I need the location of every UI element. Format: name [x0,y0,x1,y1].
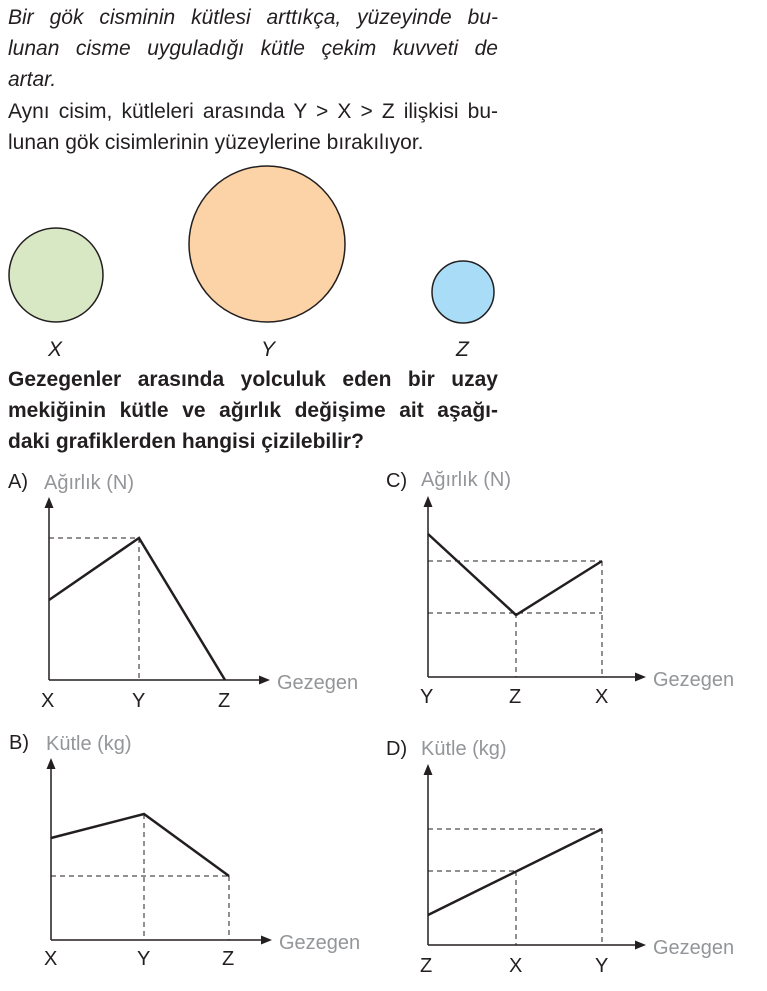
graph-d [423,764,646,950]
intro-line: lunan cisme uyguladığı kütle çekim kuvve… [8,37,498,60]
setup-paragraph: Aynı cisim, kütleleri arasında Y > X > Z… [8,96,498,158]
graph-a-x-arrowhead [259,675,270,685]
planet-y-label: Y [261,338,276,361]
graph-d-x-title: Gezegen [653,937,735,959]
planet-z-label: Z [456,338,469,361]
graph-a-y-arrowhead [44,497,54,508]
graph-b-tick: Z [222,948,235,970]
graph-a-curve [48,536,227,681]
graph-c-y-title: Ağırlık (N) [421,469,511,491]
graph-a-x-title: Gezegen [277,672,359,694]
graph-a-tick: Y [132,690,146,712]
planet-x-label: X [48,338,63,361]
intro-line: Bir gök cisminin kütlesi arttıkça, yüzey… [8,6,498,29]
option-b-letter[interactable]: B) [9,732,29,754]
graph-c-tick: X [595,686,609,708]
graph-d-tick: X [509,955,523,977]
graph-a [44,497,270,685]
option-a-letter[interactable]: A) [8,471,28,493]
planet-z-circle [431,260,495,324]
graph-c-x-title: Gezegen [653,669,735,691]
intro-paragraph: Bir gök cisminin kütlesi arttıkça, yüzey… [8,2,498,95]
graph-a-tick: Z [218,690,231,712]
graph-b-x-arrowhead [261,935,272,945]
option-c-letter[interactable]: C) [386,470,408,492]
graph-b-x-title: Gezegen [279,932,361,954]
graph-d-tick: Z [420,955,433,977]
graph-d-curve [427,827,603,917]
setup-line: Aynı cisim, kütleleri arasında Y > X > Z… [8,100,498,123]
question-text: Gezegenler arasında yolculuk eden bir uz… [8,364,498,457]
graph-b-curve [50,812,230,878]
question-line: mekiğinin kütle ve ağırlık değişime ait … [8,399,498,422]
graph-c-y-arrowhead [423,496,433,507]
question-line: daki grafiklerden hangisi çizilebilir? [8,430,364,453]
graph-a-y-title: Ağırlık (N) [44,472,134,494]
graph-b-y-arrowhead [46,758,56,769]
graph-c-curve [427,533,603,617]
planet-x-circle [8,227,104,323]
planet-y-circle [188,165,346,323]
intro-line: artar. [8,68,57,91]
graph-b-tick: Y [137,948,151,970]
graph-b-tick: X [44,948,58,970]
graph-b-y-title: Kütle (kg) [46,733,132,755]
graph-d-y-arrowhead [423,764,433,775]
graph-d-y-title: Kütle (kg) [421,738,507,760]
question-line: Gezegenler arasında yolculuk eden bir uz… [8,368,498,391]
graph-c-x-arrowhead [635,672,646,682]
graph-a-tick: X [41,690,55,712]
option-d-letter[interactable]: D) [386,738,408,760]
graph-d-x-arrowhead [635,940,646,950]
graph-d-tick: Y [595,955,609,977]
graph-c-tick: Y [420,686,434,708]
graph-c-tick: Z [509,686,522,708]
graph-c [423,496,646,682]
planet-figure [8,165,495,324]
graph-b [46,758,272,945]
setup-line: lunan gök cisimlerinin yüzeylerine bırak… [8,131,424,154]
